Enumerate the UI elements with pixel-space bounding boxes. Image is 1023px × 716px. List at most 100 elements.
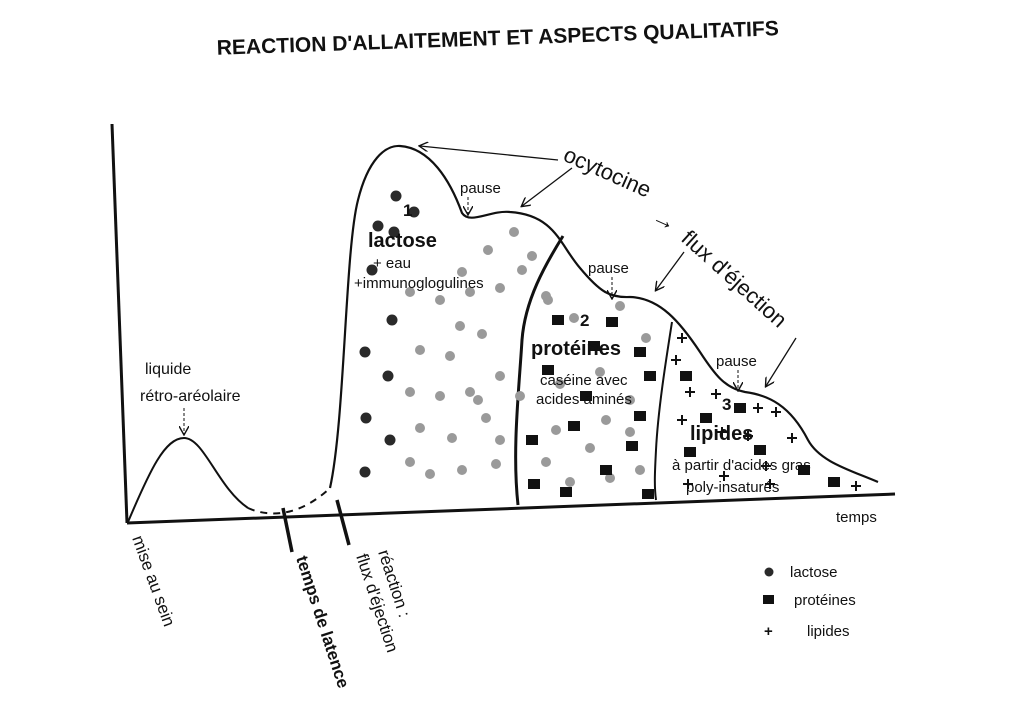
lipid-plus-mark — [685, 387, 695, 397]
lipid-plus-mark — [711, 389, 721, 399]
lactose-dot-mark — [425, 469, 435, 479]
flux-ejection-label: flux d'éjection — [677, 225, 792, 332]
divider-phase-1-2 — [514, 235, 565, 506]
protein-square-mark — [634, 347, 646, 357]
diagram-title: REACTION D'ALLAITEMENT ET ASPECTS QUALIT… — [216, 17, 779, 60]
liquide-label-line2: rétro-aréolaire — [140, 388, 241, 405]
lipid-plus-mark — [719, 471, 729, 481]
lactose-dot-mark — [382, 370, 394, 382]
liquide-label-line1: liquide — [145, 361, 191, 378]
lactose-dot-mark — [372, 220, 384, 232]
protein-square-mark — [606, 317, 618, 327]
lactose-dot-mark — [509, 227, 519, 237]
pause-label-3: pause — [716, 353, 757, 370]
ocytocine-flux-arrow: → — [648, 203, 681, 237]
flux-arrow-pause-3 — [766, 337, 797, 386]
lactose-dot-mark — [555, 379, 565, 389]
protein-square-mark — [526, 435, 538, 445]
divider-phase-2-3 — [653, 321, 673, 501]
particle-marks — [359, 190, 861, 499]
legend: lactose protéines + lipides — [763, 564, 856, 640]
protein-square-mark — [644, 371, 656, 381]
lactose-dot-mark — [447, 433, 457, 443]
protein-square-mark — [798, 465, 810, 475]
lactose-dot-mark — [366, 264, 378, 276]
protein-square-mark — [542, 365, 554, 375]
lipid-plus-mark — [717, 427, 727, 437]
ocytocine-label: ocytocine — [560, 142, 655, 203]
lactose-dot-mark — [359, 466, 371, 478]
small-hump-curve — [127, 436, 249, 523]
lactose-dot-mark — [495, 283, 505, 293]
protein-square-mark — [588, 341, 600, 351]
protein-square-mark — [828, 477, 840, 487]
lactose-dot-mark — [615, 301, 625, 311]
lactose-dot-mark — [595, 367, 605, 377]
lactose-dot-mark — [405, 387, 415, 397]
ejection-curve — [328, 144, 879, 489]
lactose-dot-mark — [405, 287, 415, 297]
phase-2-name: protéines — [531, 338, 621, 360]
lipid-plus-mark — [671, 355, 681, 365]
lactose-dot-mark — [605, 473, 615, 483]
lactose-dot-mark — [481, 413, 491, 423]
lactose-dot-mark — [515, 391, 525, 401]
phase-1-line2: + eau — [373, 255, 411, 272]
legend-plus-icon: + — [764, 623, 773, 640]
phase-2-line3: acides aminés — [536, 391, 632, 408]
phase-3-number: 3 — [722, 395, 731, 414]
lactose-dot-mark — [465, 387, 475, 397]
lactose-dot-mark — [483, 245, 493, 255]
lactose-dot-mark — [457, 267, 467, 277]
pause-label-1: pause — [460, 180, 501, 197]
x-axis-label: temps — [836, 509, 877, 526]
lactose-dot-mark — [415, 423, 425, 433]
lipid-plus-mark — [743, 431, 753, 441]
phase-3-line3: poly-insaturés — [686, 479, 779, 496]
lactose-dot-mark — [625, 395, 635, 405]
lactose-dot-mark — [565, 477, 575, 487]
lactose-dot-mark — [384, 434, 396, 446]
protein-square-mark — [684, 447, 696, 457]
phase-1-name: lactose — [368, 230, 437, 252]
lactose-dot-mark — [625, 427, 635, 437]
mise-au-sein-label: mise au sein — [128, 533, 178, 629]
phase-3-line2: à partir d'acides gras — [672, 457, 811, 474]
lactose-dot-mark — [641, 333, 651, 343]
lactose-dot-mark — [541, 457, 551, 467]
lactose-dot-mark — [359, 346, 371, 358]
lactose-dot-mark — [415, 345, 425, 355]
lactose-dot-mark — [457, 465, 467, 475]
ocytocine-arrow-peak — [420, 146, 559, 161]
lactose-dot-mark — [445, 351, 455, 361]
lactose-dot-mark — [491, 459, 501, 469]
lactose-dot-mark — [543, 295, 553, 305]
lipid-plus-mark — [851, 481, 861, 491]
lactose-dot-mark — [569, 313, 579, 323]
protein-square-mark — [568, 421, 580, 431]
lactose-dot-mark — [551, 425, 561, 435]
lactose-dot-mark — [527, 251, 537, 261]
protein-square-mark — [580, 391, 592, 401]
lipid-plus-mark — [787, 433, 797, 443]
latency-dashed-curve — [247, 487, 331, 515]
lipid-plus-mark — [753, 403, 763, 413]
lactose-dot-mark — [473, 395, 483, 405]
protein-square-mark — [528, 479, 540, 489]
latency-tick-line — [281, 507, 294, 553]
lactose-dot-mark — [601, 415, 611, 425]
lactose-dot-mark — [435, 391, 445, 401]
lactose-dot-mark — [435, 295, 445, 305]
lactose-dot-mark — [408, 206, 420, 218]
phase-2-number: 2 — [580, 311, 589, 330]
lipid-plus-mark — [677, 415, 687, 425]
lactose-dot-mark — [517, 265, 527, 275]
lactose-dot-mark — [390, 190, 402, 202]
lipid-plus-mark — [771, 407, 781, 417]
legend-label-lactose: lactose — [790, 564, 838, 581]
protein-square-mark — [600, 465, 612, 475]
lactose-dot-mark — [360, 412, 372, 424]
x-axis — [126, 492, 896, 525]
